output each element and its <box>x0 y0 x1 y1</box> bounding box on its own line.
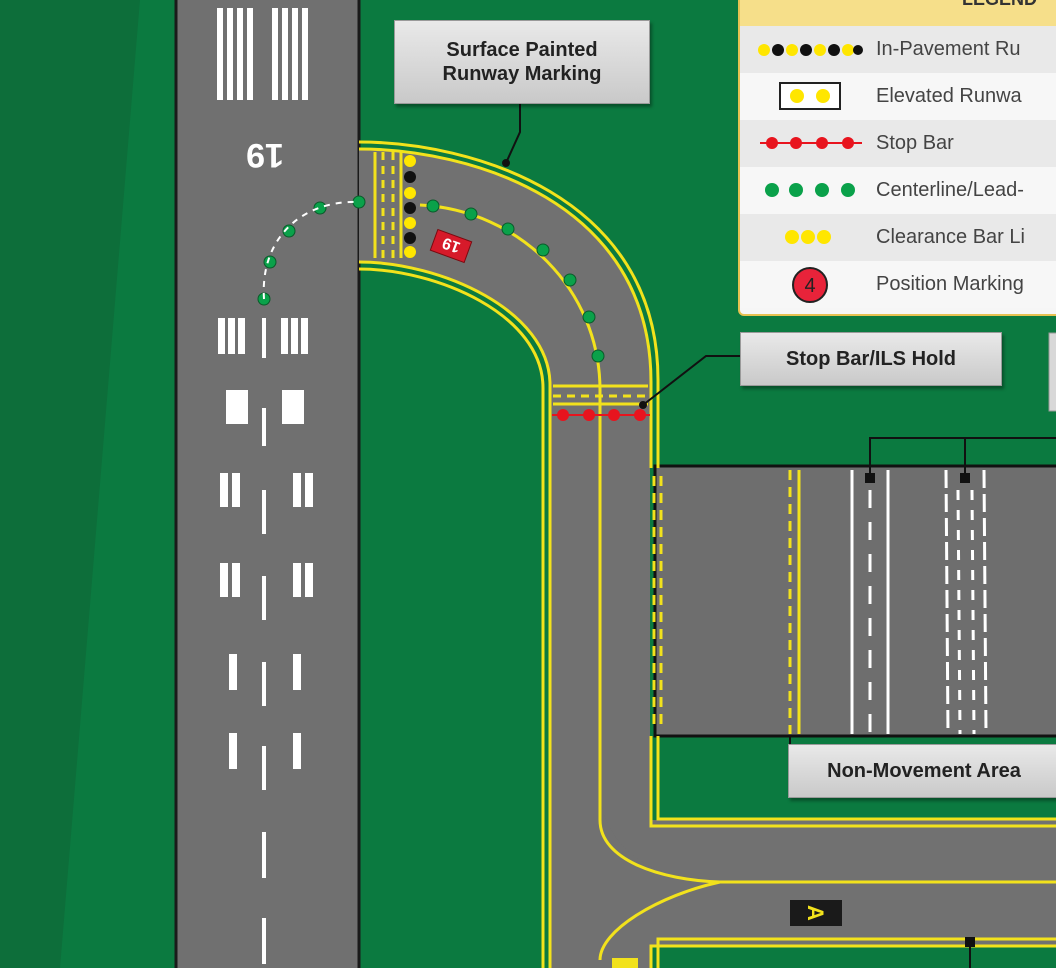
threshold-markings <box>217 8 308 100</box>
callout-non-movement: Non-Movement Area <box>788 744 1056 798</box>
ils-hold-marking <box>553 384 648 406</box>
apron-lines <box>850 469 988 735</box>
stop-bar-icon <box>740 120 876 167</box>
position-marking-icon: 4 <box>740 261 876 308</box>
runway-sign-label: 19 <box>440 234 463 256</box>
apron <box>653 464 1056 738</box>
legend-label: Position Marking <box>876 273 1024 295</box>
centerline-lights-icon <box>740 167 876 214</box>
legend-row-position-marking: 4 Position Marking <box>740 261 1056 308</box>
taxiway-sign: A <box>790 900 842 926</box>
apron-boundary-marking <box>652 470 801 734</box>
legend-panel: LEGEND In-Pavement Ru Elevated Runwa <box>738 0 1056 316</box>
callout-surface-painted: Surface Painted Runway Marking <box>394 20 650 104</box>
taxiway-marker <box>612 958 638 968</box>
centerline-lights <box>257 195 605 363</box>
taxiway-sign-label: A <box>803 905 828 921</box>
partial-callout <box>1048 332 1056 412</box>
runway-number: 19 <box>246 136 284 174</box>
taxiway-curve <box>359 148 650 968</box>
legend-row-elevated: Elevated Runwa <box>740 73 1056 120</box>
legend-label: In-Pavement Ru <box>876 38 1021 60</box>
taxiway-edge-lines <box>358 140 1056 968</box>
runway-markings <box>218 318 313 964</box>
in-pavement-lights-icon <box>740 26 876 73</box>
legend-label: Centerline/Lead- <box>876 179 1024 201</box>
legend-row-centerline: Centerline/Lead- <box>740 167 1056 214</box>
legend-label: Elevated Runwa <box>876 85 1022 107</box>
runway-location-sign: 19 <box>429 228 473 264</box>
callout-stop-bar-ils: Stop Bar/ILS Hold <box>740 332 1002 386</box>
in-pavement-lights <box>404 155 416 258</box>
leader-lines <box>502 104 1056 968</box>
legend-title: LEGEND <box>740 0 1056 26</box>
grass-shade <box>0 0 140 968</box>
legend-row-clearance-bar: Clearance Bar Li <box>740 214 1056 261</box>
legend-row-in-pavement: In-Pavement Ru <box>740 26 1056 73</box>
stop-bar-lights <box>552 409 650 421</box>
legend-row-stop-bar: Stop Bar <box>740 120 1056 167</box>
clearance-bar-icon <box>740 214 876 261</box>
legend-label: Clearance Bar Li <box>876 226 1025 248</box>
legend-label: Stop Bar <box>876 132 954 154</box>
elevated-lights-icon <box>740 73 876 120</box>
runway <box>174 0 361 968</box>
hold-short-marking <box>373 152 403 258</box>
position-marking-badge: 4 <box>804 275 815 297</box>
taxiway-centerline <box>419 203 1056 961</box>
